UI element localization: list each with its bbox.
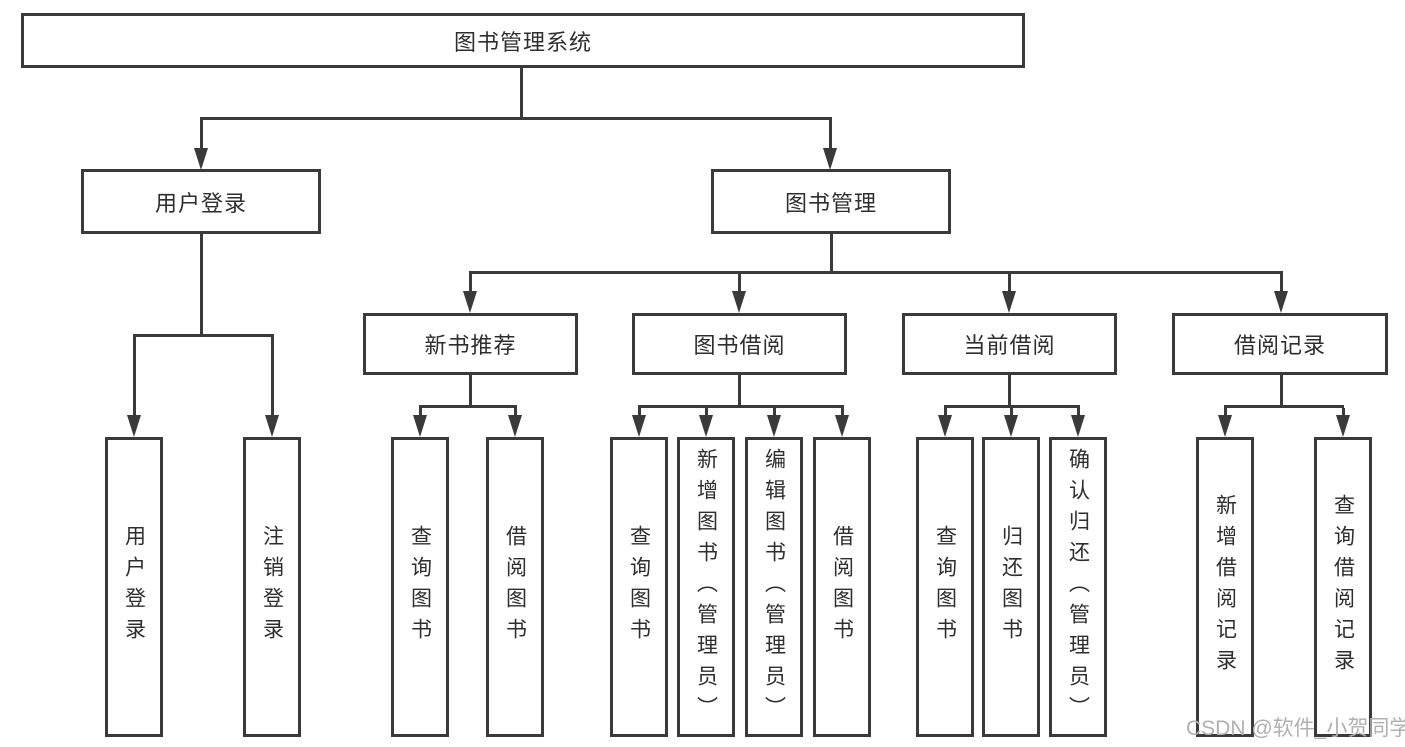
arrowhead-recommend-icon xyxy=(463,291,477,313)
leaf-query-books-current: 查询图书 xyxy=(916,437,974,737)
edge-stem-user-login xyxy=(200,120,203,150)
leaf-add-borrow-record: 新增借阅记录 xyxy=(1196,437,1254,737)
node-user-login: 用户登录 xyxy=(81,169,321,234)
edge-stem-leaf-logout xyxy=(271,337,274,417)
arrowhead-add-books-icon xyxy=(699,415,713,437)
edge-recommend-hbar xyxy=(419,405,517,408)
node-library-system-label: 图书管理系统 xyxy=(453,29,592,55)
edge-root-vline xyxy=(520,68,523,120)
edge-records-hbar xyxy=(1224,405,1344,408)
arrowhead-return-books-icon xyxy=(1004,415,1018,437)
leaf-add-borrow-record-label: 新增借阅记录 xyxy=(1213,494,1237,680)
leaf-return-books: 归还图书 xyxy=(982,437,1040,737)
edge-recommend-vline xyxy=(469,374,472,408)
edge-stem-query-current xyxy=(944,408,947,418)
arrowhead-leaf-user-login-icon xyxy=(127,415,141,437)
node-current-borrowing: 当前借阅 xyxy=(902,313,1117,375)
node-book-management-label: 图书管理 xyxy=(784,190,877,216)
arrowhead-query-record-icon xyxy=(1336,415,1350,437)
leaf-confirm-return-admin: 确认归还（管理员） xyxy=(1049,437,1107,737)
arrowhead-book-management-icon xyxy=(823,148,837,170)
edge-stem-query-recommend xyxy=(419,408,422,418)
leaf-borrow-books-borrowing-label: 借阅图书 xyxy=(830,525,854,649)
edge-current-vline xyxy=(1008,374,1011,408)
edge-stem-recommend xyxy=(469,274,472,294)
edge-stem-borrow-borrowing xyxy=(841,408,844,418)
node-new-book-recommend: 新书推荐 xyxy=(363,313,578,375)
node-borrowing-records: 借阅记录 xyxy=(1172,313,1388,375)
csdn-watermark: CSDN @软件_小贺同学 xyxy=(1186,717,1405,740)
leaf-borrow-books-recommend: 借阅图书 xyxy=(486,437,544,737)
arrowhead-leaf-logout-icon xyxy=(265,415,279,437)
leaf-query-books-borrowing-label: 查询图书 xyxy=(627,525,651,649)
edge-current-hbar xyxy=(944,405,1080,408)
edge-stem-confirm-return xyxy=(1077,408,1080,418)
edge-bookmgmt-vline xyxy=(830,234,833,274)
edge-borrowing-vline xyxy=(738,374,741,408)
edge-stem-records xyxy=(1280,274,1283,294)
leaf-borrow-books-recommend-label: 借阅图书 xyxy=(503,525,527,649)
node-borrowing-records-label: 借阅记录 xyxy=(1233,333,1326,358)
arrowhead-add-record-icon xyxy=(1218,415,1232,437)
leaf-logout-label: 注销登录 xyxy=(260,525,284,649)
node-book-borrowing: 图书借阅 xyxy=(632,313,847,375)
edge-stem-add-books xyxy=(705,408,708,418)
edge-stem-borrow-recommend xyxy=(514,408,517,418)
edge-records-vline xyxy=(1280,374,1283,408)
edge-stem-current xyxy=(1008,274,1011,294)
edge-userlogin-vline xyxy=(200,234,203,337)
node-library-system: 图书管理系统 xyxy=(21,13,1025,68)
leaf-add-books-admin: 新增图书（管理员） xyxy=(677,437,735,737)
node-current-borrowing-label: 当前借阅 xyxy=(963,333,1056,358)
arrowhead-borrow-borrowing-icon xyxy=(835,415,849,437)
leaf-user-login: 用户登录 xyxy=(105,437,163,737)
edge-userlogin-hbar xyxy=(133,334,274,337)
leaf-edit-books-admin-label: 编辑图书（管理员） xyxy=(762,447,786,727)
node-book-borrowing-label: 图书借阅 xyxy=(693,333,786,358)
leaf-logout: 注销登录 xyxy=(243,437,301,737)
edge-borrowing-hbar xyxy=(638,405,844,408)
edge-root-hbar xyxy=(200,117,832,120)
arrowhead-records-icon xyxy=(1274,291,1288,313)
leaf-user-login-label: 用户登录 xyxy=(122,525,146,649)
edge-stem-edit-books xyxy=(773,408,776,418)
leaf-query-borrow-record-label: 查询借阅记录 xyxy=(1331,494,1355,680)
leaf-borrow-books-borrowing: 借阅图书 xyxy=(813,437,871,737)
leaf-query-books-recommend-label: 查询图书 xyxy=(408,525,432,649)
leaf-query-books-recommend: 查询图书 xyxy=(391,437,449,737)
edge-stem-borrowing xyxy=(738,274,741,294)
leaf-query-borrow-record: 查询借阅记录 xyxy=(1314,437,1372,737)
arrowhead-confirm-return-icon xyxy=(1071,415,1085,437)
edge-stem-book-management xyxy=(829,120,832,150)
edge-stem-leaf-user-login xyxy=(133,337,136,417)
leaf-query-books-borrowing: 查询图书 xyxy=(610,437,668,737)
arrowhead-borrow-recommend-icon xyxy=(508,415,522,437)
node-new-book-recommend-label: 新书推荐 xyxy=(424,333,517,358)
arrowhead-current-icon xyxy=(1002,291,1016,313)
arrowhead-query-current-icon xyxy=(938,415,952,437)
edge-bookmgmt-hbar xyxy=(469,271,1283,274)
arrowhead-query-recommend-icon xyxy=(413,415,427,437)
leaf-add-books-admin-label: 新增图书（管理员） xyxy=(694,447,718,727)
arrowhead-user-login-icon xyxy=(194,148,208,170)
arrowhead-query-borrowing-icon xyxy=(632,415,646,437)
leaf-return-books-label: 归还图书 xyxy=(999,525,1023,649)
node-user-login-label: 用户登录 xyxy=(154,190,247,216)
arrowhead-edit-books-icon xyxy=(767,415,781,437)
edge-stem-query-borrowing xyxy=(638,408,641,418)
leaf-confirm-return-admin-label: 确认归还（管理员） xyxy=(1066,447,1090,727)
edge-stem-query-record xyxy=(1342,408,1345,418)
leaf-query-books-current-label: 查询图书 xyxy=(933,525,957,649)
node-book-management: 图书管理 xyxy=(711,169,951,234)
edge-stem-return-books xyxy=(1010,408,1013,418)
arrowhead-borrowing-icon xyxy=(732,291,746,313)
edge-stem-add-record xyxy=(1224,408,1227,418)
leaf-edit-books-admin: 编辑图书（管理员） xyxy=(745,437,803,737)
